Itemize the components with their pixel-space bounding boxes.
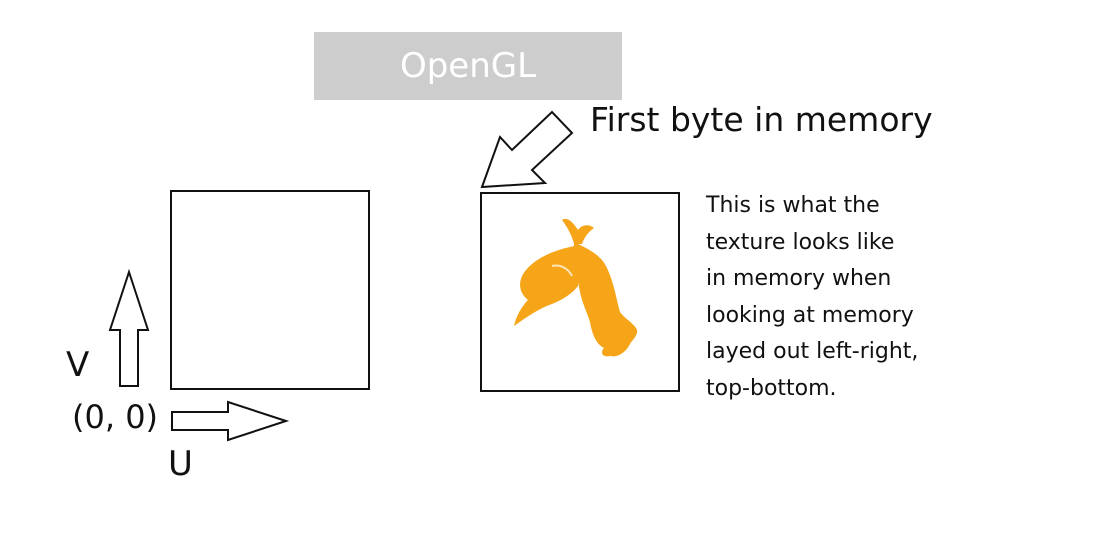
origin-label: (0, 0) <box>72 398 159 436</box>
first-byte-label: First byte in memory <box>590 100 933 139</box>
flipped-bird-silhouette-icon <box>514 218 638 357</box>
description-line: top-bottom. <box>706 375 837 401</box>
memory-description: This is what the texture looks like in m… <box>706 188 1006 408</box>
u-axis-arrow <box>171 400 290 442</box>
u-axis-label: U <box>168 444 193 484</box>
description-line: This is what the <box>706 193 880 218</box>
v-axis-arrow <box>108 268 150 387</box>
description-line: layed out left-right, <box>706 339 919 365</box>
description-line: in memory when <box>706 266 892 292</box>
uv-texture-box <box>170 190 370 390</box>
banner-label: OpenGL <box>399 46 537 86</box>
opengl-banner: OpenGL <box>314 32 622 100</box>
description-line: texture looks like <box>706 229 895 255</box>
memory-texture-box <box>480 192 680 392</box>
first-byte-arrow <box>480 110 574 189</box>
description-line: looking at memory <box>706 302 914 328</box>
v-axis-label: V <box>66 345 90 385</box>
